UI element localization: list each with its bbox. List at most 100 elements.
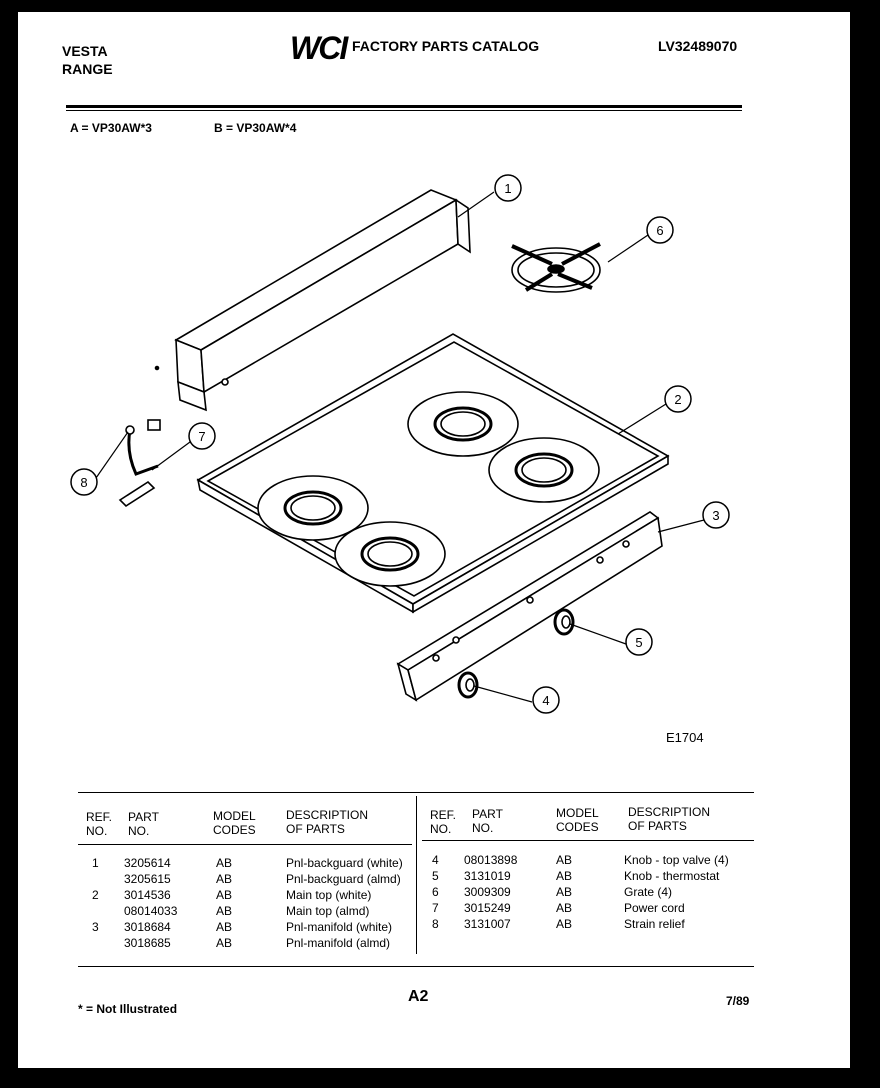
table-header-rule-left bbox=[78, 844, 412, 845]
callout-6-label: 6 bbox=[656, 223, 663, 238]
row-model-code: AB bbox=[216, 904, 233, 918]
table-row: 3 3018684 AB Pnl-manifold (white) bbox=[78, 919, 414, 935]
header-part-line2: NO. bbox=[128, 824, 150, 838]
leader-lines bbox=[95, 191, 705, 703]
table-header-rule-right bbox=[422, 840, 754, 841]
doc-number: LV32489070 bbox=[658, 38, 738, 54]
row-part-number: 3131019 bbox=[464, 869, 511, 883]
header-desc-line2: OF PARTS bbox=[628, 819, 687, 833]
page-number: A2 bbox=[408, 988, 429, 1005]
knob-top-valve-part bbox=[457, 671, 479, 699]
header-model-line1: MODEL bbox=[213, 809, 256, 823]
catalog-date: 7/89 bbox=[726, 994, 750, 1008]
row-part-number: 3205614 bbox=[124, 856, 171, 870]
table-row: 3205615 AB Pnl-backguard (almd) bbox=[78, 871, 414, 887]
row-ref: 1 bbox=[92, 856, 99, 870]
callout-5: 5 bbox=[625, 628, 653, 656]
figure-id: E1704 bbox=[666, 730, 704, 745]
header-model-line2: CODES bbox=[213, 823, 256, 837]
row-ref: 6 bbox=[432, 885, 439, 899]
manifold-panel-part bbox=[396, 511, 663, 702]
row-description: Grate (4) bbox=[624, 885, 673, 899]
row-part-number: 3015249 bbox=[464, 901, 511, 915]
row-part-number: 3018684 bbox=[124, 920, 171, 934]
callout-1: 1 bbox=[494, 174, 522, 202]
left-parts-list: 1 3205614 AB Pnl-backguard (white) 32056… bbox=[78, 855, 414, 951]
row-model-code: AB bbox=[556, 885, 573, 899]
table-bottom-rule bbox=[78, 966, 754, 967]
header-ref-line2: NO. bbox=[86, 824, 108, 838]
row-description: Pnl-manifold (white) bbox=[286, 920, 393, 934]
header-ref-line1: REF. bbox=[86, 810, 113, 824]
row-part-number: 3205615 bbox=[124, 872, 171, 886]
callout-7-label: 7 bbox=[198, 429, 205, 444]
header-desc-line1: DESCRIPTION bbox=[286, 808, 369, 822]
row-model-code: AB bbox=[556, 901, 573, 915]
row-description: Main top (almd) bbox=[286, 904, 370, 918]
table-row: 4 08013898 AB Knob - top valve (4) bbox=[422, 852, 752, 868]
row-ref: 7 bbox=[432, 901, 439, 915]
row-model-code: AB bbox=[216, 920, 233, 934]
row-model-code: AB bbox=[216, 872, 233, 886]
header-ref-line1: REF. bbox=[430, 808, 457, 822]
header-part-right: PART NO. bbox=[472, 807, 503, 835]
table-row: 8 3131007 AB Strain relief bbox=[422, 916, 752, 932]
table-row: 08014033 AB Main top (almd) bbox=[78, 903, 414, 919]
table-row: 3018685 AB Pnl-manifold (almd) bbox=[78, 935, 414, 951]
header-part-left: PART NO. bbox=[128, 810, 159, 838]
table-row: 7 3015249 AB Power cord bbox=[422, 900, 752, 916]
header-desc-right: DESCRIPTION OF PARTS bbox=[628, 805, 710, 833]
header-model-left: MODEL CODES bbox=[213, 809, 256, 837]
callout-4-label: 4 bbox=[542, 693, 549, 708]
row-part-number: 3131007 bbox=[464, 917, 511, 931]
row-description: Strain relief bbox=[624, 917, 685, 931]
row-model-code: AB bbox=[556, 869, 573, 883]
power-cord-part bbox=[118, 419, 161, 508]
callouts: 1 6 2 3 5 4 7 8 bbox=[70, 174, 730, 714]
main-top-part bbox=[196, 333, 670, 614]
row-description: Knob - thermostat bbox=[624, 869, 720, 883]
callout-3: 3 bbox=[702, 501, 730, 529]
header-desc-line2: OF PARTS bbox=[286, 822, 345, 836]
row-model-code: AB bbox=[216, 856, 233, 870]
header-model-line1: MODEL bbox=[556, 806, 599, 820]
header-ref-left: REF. NO. bbox=[86, 810, 112, 838]
callout-3-label: 3 bbox=[712, 508, 719, 523]
header-model-right: MODEL CODES bbox=[556, 806, 599, 834]
header-desc-line1: DESCRIPTION bbox=[628, 805, 711, 819]
table-top-rule bbox=[78, 792, 754, 793]
row-ref: 8 bbox=[432, 917, 439, 931]
header-part-line1: PART bbox=[472, 807, 503, 821]
row-model-code: AB bbox=[556, 853, 573, 867]
callout-6: 6 bbox=[646, 216, 674, 244]
row-part-number: 3009309 bbox=[464, 885, 511, 899]
right-parts-list: 4 08013898 AB Knob - top valve (4) 5 313… bbox=[422, 852, 752, 932]
table-divider bbox=[416, 796, 417, 954]
header-ref-line2: NO. bbox=[430, 822, 452, 836]
model-b-label: B = VP30AW*4 bbox=[214, 121, 297, 135]
table-row: 5 3131019 AB Knob - thermostat bbox=[422, 868, 752, 884]
catalog-title: FACTORY PARTS CATALOG bbox=[352, 38, 540, 54]
grate-part bbox=[511, 242, 601, 293]
callout-2-label: 2 bbox=[674, 392, 681, 407]
callout-7: 7 bbox=[188, 422, 216, 450]
row-model-code: AB bbox=[216, 936, 233, 950]
row-description: Pnl-backguard (white) bbox=[286, 856, 403, 870]
model-a-label: A = VP30AW*3 bbox=[70, 121, 152, 135]
table-row: 2 3014536 AB Main top (white) bbox=[78, 887, 414, 903]
row-description: Power cord bbox=[624, 901, 685, 915]
callout-8: 8 bbox=[70, 468, 98, 496]
row-ref: 4 bbox=[432, 853, 439, 867]
header-model-line2: CODES bbox=[556, 820, 599, 834]
header-desc-left: DESCRIPTION OF PARTS bbox=[286, 808, 368, 836]
row-description: Main top (white) bbox=[286, 888, 372, 902]
backguard-part bbox=[154, 189, 471, 412]
table-row: 1 3205614 AB Pnl-backguard (white) bbox=[78, 855, 414, 871]
row-description: Pnl-backguard (almd) bbox=[286, 872, 401, 886]
catalog-page: VESTA RANGE WCI FACTORY PARTS CATALOG LV… bbox=[18, 12, 850, 1068]
row-model-code: AB bbox=[216, 888, 233, 902]
brand-block: VESTA RANGE bbox=[62, 42, 113, 78]
header-rule-thick bbox=[66, 105, 742, 108]
row-ref: 2 bbox=[92, 888, 99, 902]
callout-8-label: 8 bbox=[80, 475, 87, 490]
